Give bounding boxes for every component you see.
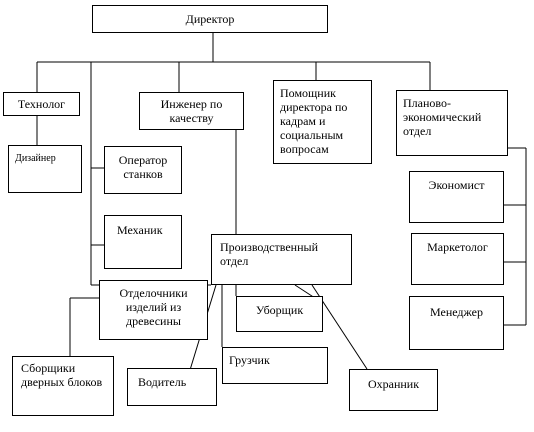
node-designer: Дизайнер xyxy=(8,145,82,193)
node-marketer: Маркетолог xyxy=(411,233,504,285)
node-mechanic: Механик xyxy=(104,215,182,269)
node-production-dept: Производственный отдел xyxy=(211,234,352,285)
node-designer-label: Дизайнер xyxy=(15,153,56,164)
node-cleaner-label: Уборщик xyxy=(255,303,304,317)
node-machine-operator: Оператор станков xyxy=(104,146,182,194)
node-hr-assistant: Помощник директора по кадрам и социальны… xyxy=(273,80,372,164)
node-driver-label: Водитель xyxy=(138,375,187,389)
node-quality-engineer-label: Инженер по качеству xyxy=(160,97,223,125)
node-driver: Водитель xyxy=(127,368,217,406)
node-quality-engineer: Инженер по качеству xyxy=(139,92,244,130)
node-loader: Грузчик xyxy=(222,347,328,384)
node-production-dept-label: Производственный отдел xyxy=(220,240,318,268)
node-planning-dept: Планово-экономический отдел xyxy=(396,90,508,156)
node-technologist-label: Технолог xyxy=(17,97,66,111)
node-cleaner: Уборщик xyxy=(236,296,323,332)
node-marketer-label: Маркетолог xyxy=(427,240,488,254)
node-mechanic-label: Механик xyxy=(117,223,163,237)
node-door-assemblers-label: Сборщики дверных блоков xyxy=(21,361,103,389)
node-economist: Экономист xyxy=(409,171,504,223)
node-machine-operator-label: Оператор станков xyxy=(118,153,168,181)
node-economist-label: Экономист xyxy=(428,178,485,192)
node-planning-dept-label: Планово-экономический отдел xyxy=(403,96,482,138)
node-door-assemblers: Сборщики дверных блоков xyxy=(12,356,114,416)
node-guard: Охранник xyxy=(349,369,438,411)
node-manager-label: Менеджер xyxy=(430,305,483,319)
node-technologist: Технолог xyxy=(3,92,80,116)
node-loader-label: Грузчик xyxy=(229,353,270,367)
node-hr-assistant-label: Помощник директора по кадрам и социальны… xyxy=(280,86,348,156)
node-wood-finishers: Отделочники изделий из древесины xyxy=(99,280,208,340)
node-director-label: Директор xyxy=(185,12,235,26)
node-director: Директор xyxy=(92,5,328,33)
node-wood-finishers-label: Отделочники изделий из древесины xyxy=(119,286,188,328)
node-manager: Менеджер xyxy=(409,296,504,350)
node-guard-label: Охранник xyxy=(367,377,420,391)
